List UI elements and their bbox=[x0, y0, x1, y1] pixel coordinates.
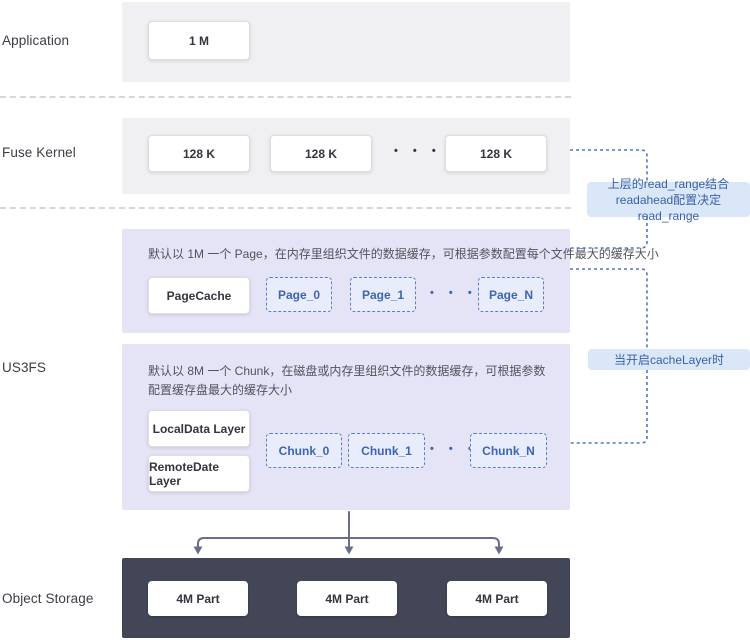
read-range-annotation: 上层的read_range结合readahead配置决定read_range bbox=[587, 177, 750, 223]
layer-separator-line bbox=[0, 207, 571, 209]
fanout-arrows-icon bbox=[193, 511, 504, 555]
page-cache-description: 默认以 1M 一个 Page，在内存里组织文件的数据缓存，可根据参数配置每个文件… bbox=[148, 247, 659, 261]
ellipsis-dots: • • • bbox=[430, 443, 478, 455]
fuse-split-box: 128 K bbox=[445, 135, 547, 172]
fuse-split-box: 128 K bbox=[148, 135, 250, 172]
io-request-box: 1 M bbox=[148, 21, 250, 60]
us3fs-chunk-band: 默认以 8M 一个 Chunk，在磁盘或内存里组织文件的数据缓存，可根据参数配置… bbox=[122, 344, 570, 510]
part-box: 4M Part bbox=[297, 581, 397, 616]
fuse-kernel-band: 128 K 128 K • • • 128 K bbox=[122, 118, 570, 194]
layer-label-application: Application bbox=[2, 33, 70, 48]
application-band: 1 M bbox=[122, 2, 570, 82]
page-item-box: Page_0 bbox=[266, 277, 332, 312]
fuse-split-box: 128 K bbox=[270, 135, 372, 172]
us3fs-page-band: 默认以 1M 一个 Page，在内存里组织文件的数据缓存，可根据参数配置每个文件… bbox=[122, 229, 659, 333]
localdata-layer-box: LocalData Layer bbox=[148, 410, 250, 447]
cache-layer-annotation: 当开启cacheLayer时 bbox=[588, 349, 750, 370]
pagecache-box: PageCache bbox=[148, 277, 250, 314]
layer-separator-line bbox=[0, 96, 571, 98]
chunk-item-box: Chunk_N bbox=[470, 433, 547, 468]
chunk-cache-description: 默认以 8M 一个 Chunk，在磁盘或内存里组织文件的数据缓存，可根据参数配置… bbox=[148, 364, 546, 397]
part-box: 4M Part bbox=[447, 581, 547, 616]
chunk-item-box: Chunk_1 bbox=[348, 433, 425, 468]
page-item-box: Page_N bbox=[478, 277, 544, 312]
chunk-item-box: Chunk_0 bbox=[266, 433, 342, 468]
object-storage-band: 4M Part 4M Part 4M Part bbox=[122, 558, 570, 638]
ellipsis-dots: • • • bbox=[430, 287, 478, 299]
remotedate-layer-box: RemoteDate Layer bbox=[148, 455, 250, 492]
layer-label-fuse-kernel: Fuse Kernel bbox=[2, 145, 76, 160]
layer-label-us3fs: US3FS bbox=[2, 360, 47, 375]
page-item-box: Page_1 bbox=[350, 277, 416, 312]
part-box: 4M Part bbox=[148, 581, 248, 616]
layer-label-object-storage: Object Storage bbox=[2, 591, 94, 606]
ellipsis-dots: • • • bbox=[394, 145, 442, 157]
